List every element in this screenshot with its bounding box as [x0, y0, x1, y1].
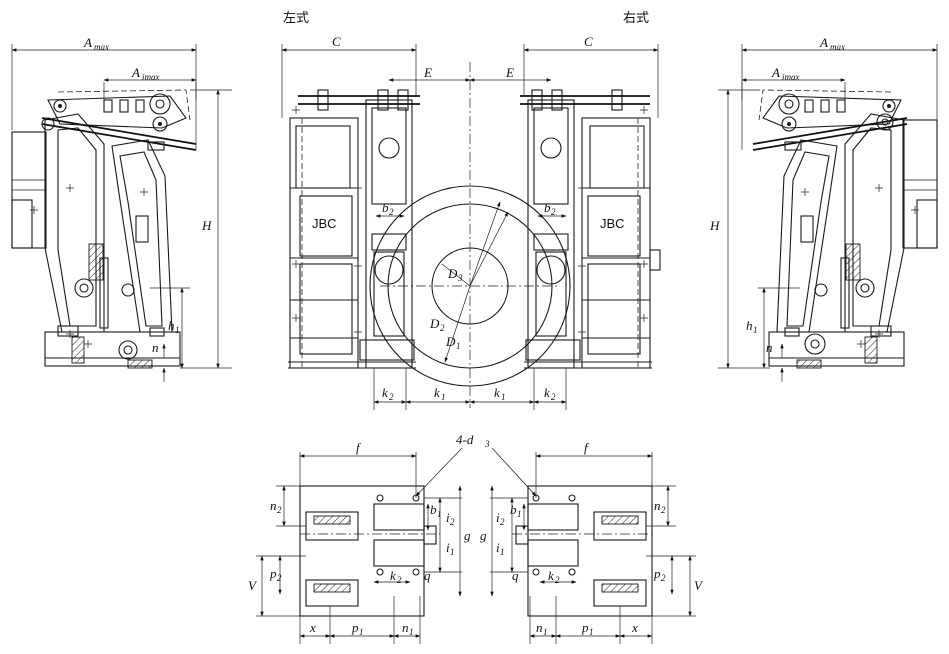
- a-max-sub: max: [94, 42, 109, 52]
- holes-label: 4-d: [456, 432, 474, 447]
- a-imax-sub: imax: [142, 72, 160, 82]
- n1-label-right: n: [536, 620, 543, 635]
- k2-sub-left: 2: [389, 392, 394, 402]
- a-imax-sub-right: imax: [782, 72, 800, 82]
- p2-label-left: p: [269, 566, 277, 581]
- n1-label-left: n: [402, 620, 409, 635]
- n1-sub-left: 1: [409, 627, 414, 637]
- q-label-left: q: [424, 568, 431, 583]
- i1-label-right: i: [496, 540, 500, 555]
- right-style-caption: 右式: [623, 11, 649, 26]
- d3-sub: 3: [457, 273, 463, 283]
- k1-sub-right: 1: [501, 392, 506, 402]
- k1-label-left: k: [434, 385, 440, 400]
- b1-sub-right: 1: [517, 509, 522, 519]
- a-imax-label-right: A: [771, 65, 780, 80]
- b2-sub-right: 2: [551, 207, 556, 217]
- p1-label-left: p: [351, 620, 359, 635]
- b2-label-left: b: [382, 200, 389, 215]
- i2-label-left: i: [446, 510, 450, 525]
- d2-sub: 2: [440, 323, 445, 333]
- a-max-sub-right: max: [830, 42, 845, 52]
- n2-label-left: n: [270, 498, 277, 513]
- x-label-right: x: [631, 620, 638, 635]
- n1-sub-right: 1: [543, 627, 548, 637]
- p2-label-right: p: [653, 566, 661, 581]
- v-label-left: V: [248, 578, 258, 593]
- i1-sub-right: 1: [500, 547, 505, 557]
- g-label-left: g: [464, 528, 471, 543]
- h1-label-left: h: [168, 318, 175, 333]
- i2-label-right: i: [496, 510, 500, 525]
- h-label-left: H: [201, 218, 212, 233]
- q-label-right: q: [512, 568, 519, 583]
- b1-sub-left: 1: [437, 509, 442, 519]
- a-max-label-right: A: [819, 35, 828, 50]
- k1-label-right: k: [494, 385, 500, 400]
- p1-label-right: p: [581, 620, 589, 635]
- h1-sub-right: 1: [753, 325, 758, 335]
- holes-callout: 4-d 3: [415, 432, 537, 497]
- f-label-right: f: [584, 440, 590, 455]
- g-label-right: g: [480, 528, 487, 543]
- x-label-left: x: [309, 620, 316, 635]
- h1-sub-left: 1: [175, 325, 180, 335]
- d1-sub: 1: [456, 341, 461, 351]
- b2-label-right: b: [544, 200, 551, 215]
- h-label-right: H: [709, 218, 720, 233]
- i2-sub-left: 2: [450, 517, 455, 527]
- i2-sub-right: 2: [500, 517, 505, 527]
- b1-label-left: b: [430, 502, 437, 517]
- holes-sub: 3: [484, 439, 490, 449]
- b1-label-right: b: [510, 502, 517, 517]
- k1-sub-left: 1: [441, 392, 446, 402]
- left-side-view: A max A imax H h 1 n: [11, 35, 232, 382]
- k2-plan-label-right: k: [548, 568, 554, 583]
- jbc-label-right: JBC: [600, 216, 625, 231]
- i1-label-left: i: [446, 540, 450, 555]
- d3-label: D: [447, 266, 458, 281]
- n2-sub-left: 2: [277, 505, 282, 515]
- front-view: JBC JBC: [281, 34, 661, 410]
- k2-plan-sub-right: 2: [555, 575, 560, 585]
- d2-label: D: [429, 316, 440, 331]
- left-style-caption: 左式: [283, 11, 309, 26]
- h1-label-right: h: [746, 318, 753, 333]
- n-label-left: n: [152, 340, 159, 355]
- p2-sub-right: 2: [661, 573, 666, 583]
- k2-sub-right: 2: [551, 392, 556, 402]
- p1-sub-left: 1: [359, 627, 364, 637]
- d1-label: D: [445, 334, 456, 349]
- n-label-right: n: [766, 340, 773, 355]
- c-label-right: C: [584, 34, 593, 49]
- right-foundation-plan: f n 2 p 2 V g b 1 i 2 i 1 k 2 q: [480, 440, 704, 644]
- b2-sub-left: 2: [389, 207, 394, 217]
- k2-plan-sub-left: 2: [397, 575, 402, 585]
- i1-sub-left: 1: [450, 547, 455, 557]
- v-label-right: V: [694, 578, 704, 593]
- n2-sub-right: 2: [661, 505, 666, 515]
- k2-plan-label-left: k: [390, 568, 396, 583]
- c-label-left: C: [332, 34, 341, 49]
- a-imax-label: A: [131, 65, 140, 80]
- p2-sub-left: 2: [277, 573, 282, 583]
- n2-label-right: n: [654, 498, 661, 513]
- right-side-view: A max A imax H h 1 n: [709, 35, 938, 382]
- e-label-right: E: [505, 65, 514, 80]
- f-label-left: f: [356, 440, 362, 455]
- jbc-label-left: JBC: [312, 216, 337, 231]
- left-foundation-plan: f n 2 p 2 V g b 1 i 2 i 1 k 2 q: [248, 440, 471, 644]
- k2-label-right: k: [544, 385, 550, 400]
- e-label-left: E: [423, 65, 432, 80]
- k2-label-left: k: [382, 385, 388, 400]
- p1-sub-right: 1: [589, 627, 594, 637]
- a-max-label: A: [83, 35, 92, 50]
